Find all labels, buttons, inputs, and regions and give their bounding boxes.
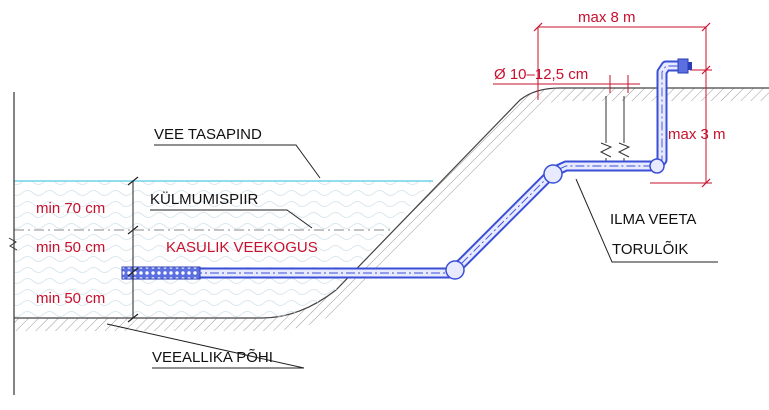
min-frost-depth-label: min 70 cm xyxy=(36,200,105,217)
water-body xyxy=(14,180,433,318)
pipe-elbow-upper xyxy=(543,164,563,184)
pipe-elbow-lower xyxy=(445,260,465,280)
min-useful-depth-label: min 50 cm xyxy=(36,239,105,256)
frost-line-callout: KÜLMUMISPIIR xyxy=(150,190,313,229)
dry-pipe-label-line1: ILMA VEETA xyxy=(610,211,696,228)
source-bottom-callout: VEEALLIKA PÕHI xyxy=(106,323,305,369)
max-height-dimension: max 3 m xyxy=(650,65,726,188)
pit-marker xyxy=(599,96,631,168)
pipe-elbow-riser xyxy=(649,158,665,174)
dry-pipe-label-line2: TORULÕIK xyxy=(612,241,688,258)
pipe-strainer xyxy=(121,266,201,280)
max-height-label: max 3 m xyxy=(668,126,726,143)
water-level-label: VEE TASAPIND xyxy=(154,126,262,143)
depth-dimension-chain: min 70 cm min 50 cm min 50 cm xyxy=(36,176,139,323)
pipe-end-valve xyxy=(677,58,689,74)
max-length-dimension: max 8 m xyxy=(533,9,711,100)
useful-water-callout: KASULIK VEEKOGUS xyxy=(166,239,318,256)
diameter-dimension: Ø 10–12,5 cm xyxy=(493,66,640,93)
diameter-label: Ø 10–12,5 cm xyxy=(494,66,588,83)
useful-water-label: KASULIK VEEKOGUS xyxy=(166,239,318,256)
source-bottom-label: VEEALLIKA PÕHI xyxy=(152,349,273,366)
left-boundary xyxy=(8,92,18,395)
min-bottom-clearance-label: min 50 cm xyxy=(36,290,105,307)
water-level-callout: VEE TASAPIND xyxy=(154,126,321,179)
intake-pipe xyxy=(121,58,692,280)
dry-pipe-callout: ILMA VEETA TORULÕIK xyxy=(575,178,718,263)
max-length-label: max 8 m xyxy=(578,9,636,26)
frost-line-label: KÜLMUMISPIIR xyxy=(150,190,259,208)
